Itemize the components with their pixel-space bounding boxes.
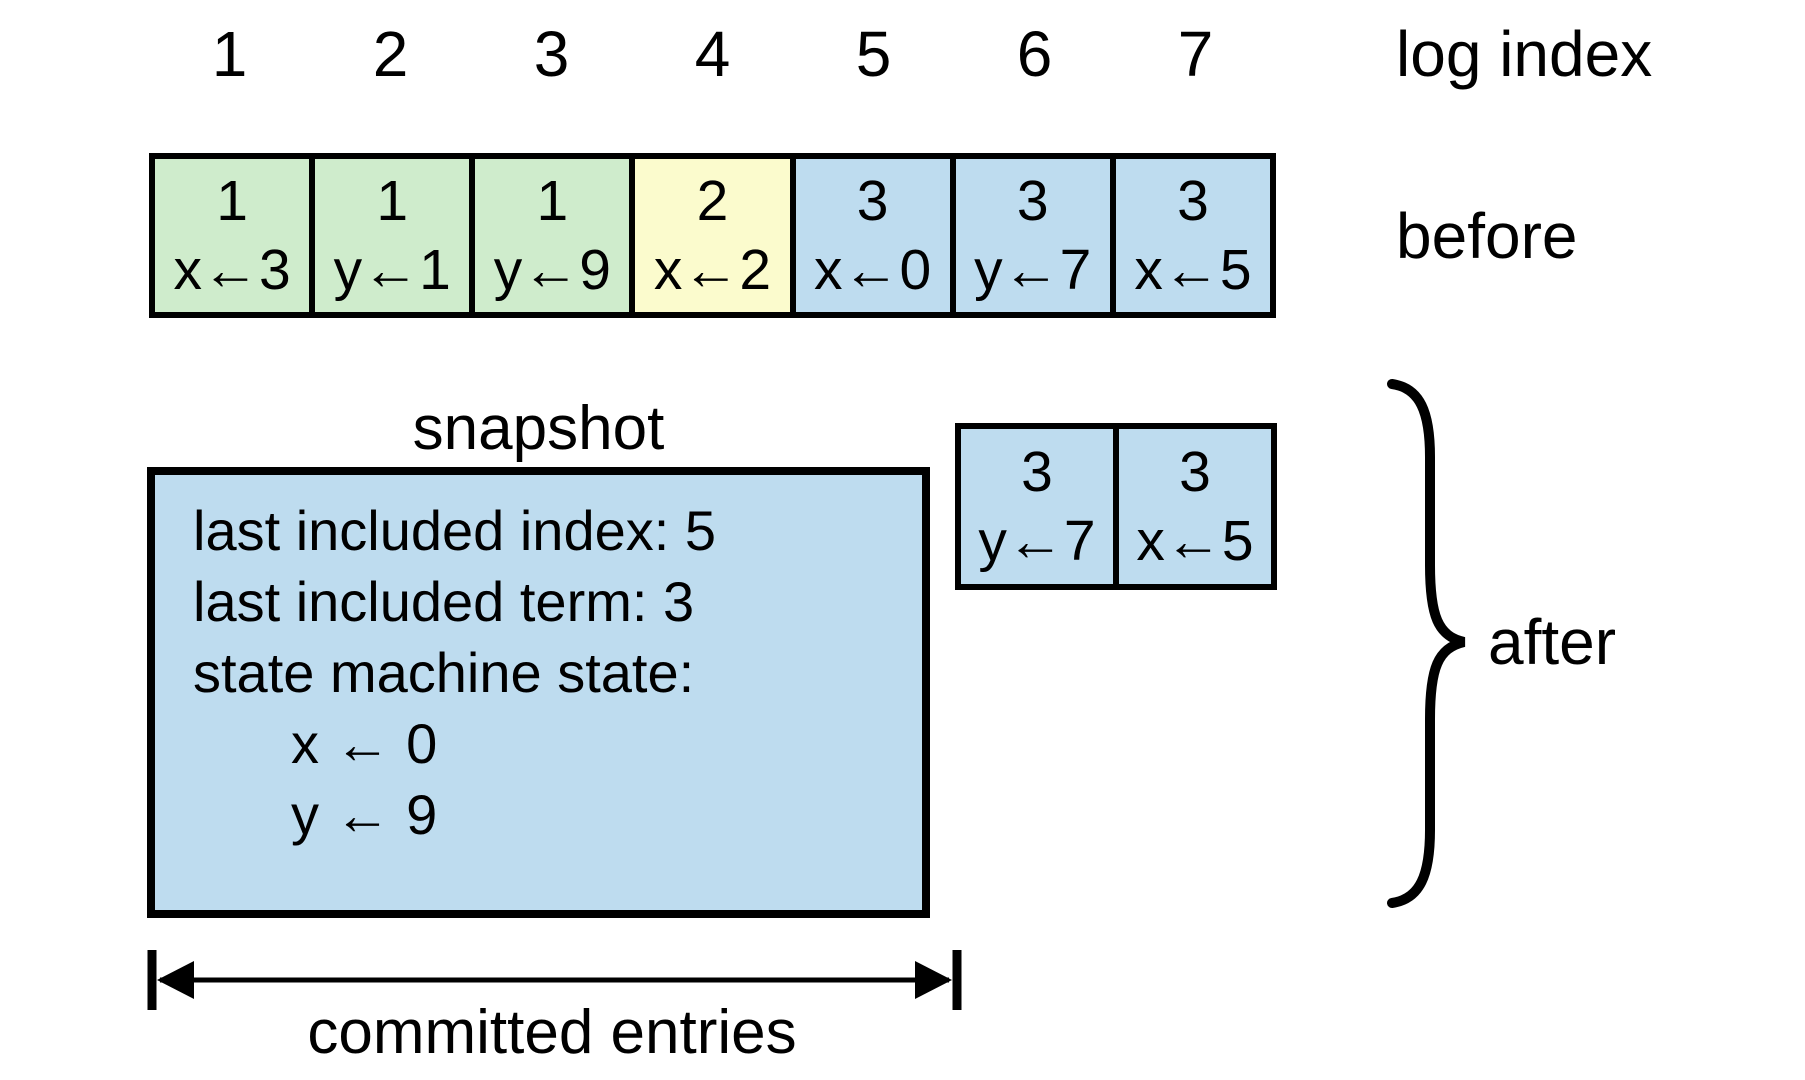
entry-term: 3 <box>1179 440 1211 505</box>
entry-term: 3 <box>1016 169 1049 234</box>
log-index-number: 6 <box>1016 18 1053 90</box>
snapshot-box: last included index: 5 last included ter… <box>147 467 930 918</box>
entry-term: 3 <box>1177 169 1209 234</box>
entry-term: 3 <box>856 169 889 234</box>
log-entry-5: 3 x←0 <box>789 159 950 312</box>
log-entry-6: 3 y←7 <box>949 159 1110 312</box>
after-entry-6: 3 y←7 <box>961 429 1113 584</box>
log-index-number: 3 <box>533 18 570 90</box>
entry-command: x←5 <box>1136 508 1254 573</box>
log-index-number: 5 <box>855 18 892 90</box>
snapshot-last-included-term: last included term: 3 <box>193 570 695 633</box>
entry-term: 1 <box>376 169 409 234</box>
log-entry-7: 3 x←5 <box>1109 159 1270 312</box>
entry-command: x←2 <box>653 237 772 302</box>
entry-term: 1 <box>216 169 248 234</box>
log-index-number: 7 <box>1177 18 1214 90</box>
log-entry-4: 2 x←2 <box>629 159 790 312</box>
entry-term: 2 <box>696 169 729 234</box>
before-label: before <box>1396 199 1578 272</box>
snapshot-state-x: x ← 0 <box>291 712 438 775</box>
log-entry-2: 1 y←1 <box>309 159 470 312</box>
snapshot-last-included-index: last included index: 5 <box>193 499 717 562</box>
snapshot-label: snapshot <box>412 394 665 463</box>
log-entry-3: 1 y←9 <box>469 159 630 312</box>
committed-entries-label: committed entries <box>307 998 797 1067</box>
log-index-row: 1 2 3 4 5 6 7 <box>149 14 1276 94</box>
snapshot-state-y: y ← 9 <box>291 783 438 846</box>
log-index-label: log index <box>1396 18 1653 90</box>
entry-command: y←1 <box>333 237 451 302</box>
after-brace <box>1387 379 1466 908</box>
entry-command: x←5 <box>1134 237 1252 302</box>
entry-command: x←3 <box>173 237 291 302</box>
after-label: after <box>1488 606 1617 678</box>
log-entry-1: 1 x←3 <box>155 159 310 312</box>
log-index-number: 2 <box>372 18 409 90</box>
entry-term: 1 <box>536 169 569 234</box>
log-index-number: 1 <box>211 18 248 90</box>
log-before-row: 1 x←3 1 y←1 1 y←9 2 x←2 3 x←0 3 y←7 3 x←… <box>149 153 1276 318</box>
entry-command: y←9 <box>493 237 611 302</box>
entry-command: y←7 <box>978 508 1096 573</box>
log-index-number: 4 <box>694 18 731 90</box>
entry-term: 3 <box>1021 440 1053 505</box>
after-entry-7: 3 x←5 <box>1113 429 1271 584</box>
entry-command: x←0 <box>814 237 932 302</box>
entry-command: y←7 <box>974 237 1092 302</box>
log-after-row: 3 y←7 3 x←5 <box>955 423 1277 590</box>
snapshot-state-machine-heading: state machine state: <box>193 641 695 704</box>
